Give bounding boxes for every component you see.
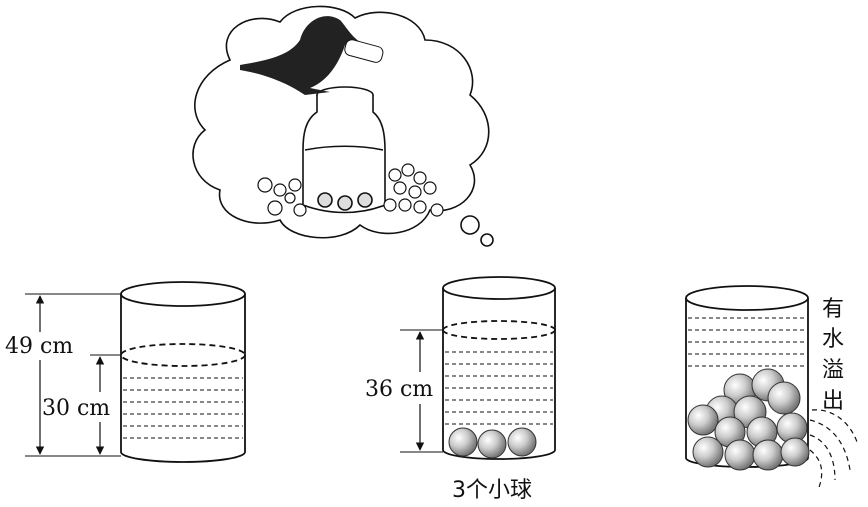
- overflow-char-1: 有: [822, 297, 844, 322]
- overflow-char-2: 水: [822, 327, 844, 352]
- cylinder-1: [25, 281, 246, 463]
- pebbles: [257, 163, 444, 217]
- overflow-char-4: 出: [822, 389, 844, 414]
- water-height-label-1: 30 cm: [42, 396, 110, 421]
- bottle: [302, 86, 386, 214]
- three-balls-caption: 3个小球: [452, 478, 532, 503]
- overflow-char-3: 溢: [822, 358, 844, 383]
- many-balls: [687, 368, 810, 471]
- cylinder-2: [400, 276, 556, 460]
- total-height-label: 49 cm: [5, 334, 73, 359]
- small-balls-3: [448, 427, 537, 459]
- crow: [240, 16, 384, 96]
- water-height-label-2: 36 cm: [365, 377, 433, 402]
- overflow-caption: 有 水 溢 出: [822, 297, 844, 414]
